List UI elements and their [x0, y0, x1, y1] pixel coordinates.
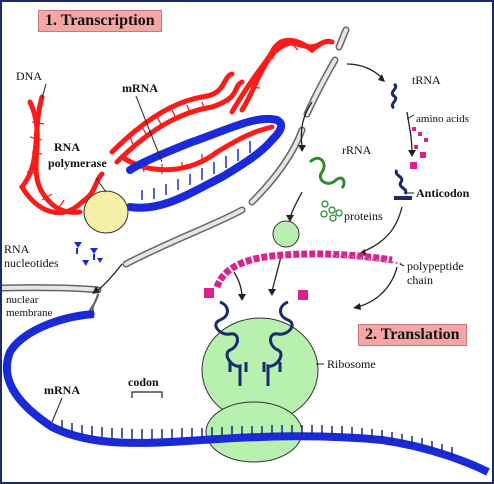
amino-acids-icon: [412, 127, 428, 158]
label-rna-polymerase-1: RNA: [54, 140, 80, 154]
label-rrna: rRNA: [342, 143, 372, 157]
ribosome-small-subunit: [272, 220, 300, 248]
label-polypeptide-1: polypeptide: [407, 259, 464, 273]
label-nuclear-membrane-1: nuclear: [6, 294, 39, 306]
label-trna: tRNA: [412, 73, 441, 87]
label-rna-polymerase-2: polymerase: [48, 156, 107, 170]
mrna-bottom-strand: [2, 310, 490, 476]
mrna-codon-teeth: [61, 420, 453, 457]
dna-rungs: [26, 43, 299, 211]
label-polypeptide-2: chain: [407, 273, 433, 287]
polypeptide-chain: [213, 250, 403, 289]
flow-arrows: [95, 63, 413, 308]
proteins-icon: [320, 200, 343, 222]
label-proteins: proteins: [344, 209, 383, 223]
rna-polymerase: [83, 190, 129, 234]
ribosome-lower-lobe: [205, 401, 303, 463]
label-mrna-bottom: mRNA: [44, 383, 80, 397]
label-anticodon: Anticodon: [416, 186, 470, 200]
amino-acids-on-trna: [204, 288, 308, 300]
translation-title: 2. Translation: [358, 324, 467, 346]
mrna-bases: [141, 141, 251, 200]
trnas-in-ribosome: [214, 300, 294, 386]
codon-bracket: [131, 391, 163, 398]
label-mrna-top: mRNA: [122, 81, 158, 95]
label-codon: codon: [128, 375, 159, 389]
label-ribosome: Ribosome: [327, 357, 376, 371]
mrna-transcript: [126, 114, 286, 212]
rna-nucleotides-icon: [74, 242, 103, 266]
label-dna: DNA: [16, 69, 42, 83]
rrna-strand: [308, 156, 346, 190]
label-amino-acids: amino acids: [416, 113, 469, 125]
anticodon-trna: [394, 162, 417, 200]
dna-helix: [18, 37, 335, 216]
transcription-title: 1. Transcription: [38, 10, 162, 32]
nuclear-membrane: [2, 26, 350, 315]
trna-icon: [390, 82, 398, 110]
arrowheads: [92, 74, 416, 310]
label-rna-nucleotides-1: RNA: [4, 242, 30, 256]
label-rna-nucleotides-2: nucleotides: [4, 256, 59, 270]
label-nuclear-membrane-2: membrane: [6, 307, 53, 319]
label-leaders: [41, 83, 415, 423]
